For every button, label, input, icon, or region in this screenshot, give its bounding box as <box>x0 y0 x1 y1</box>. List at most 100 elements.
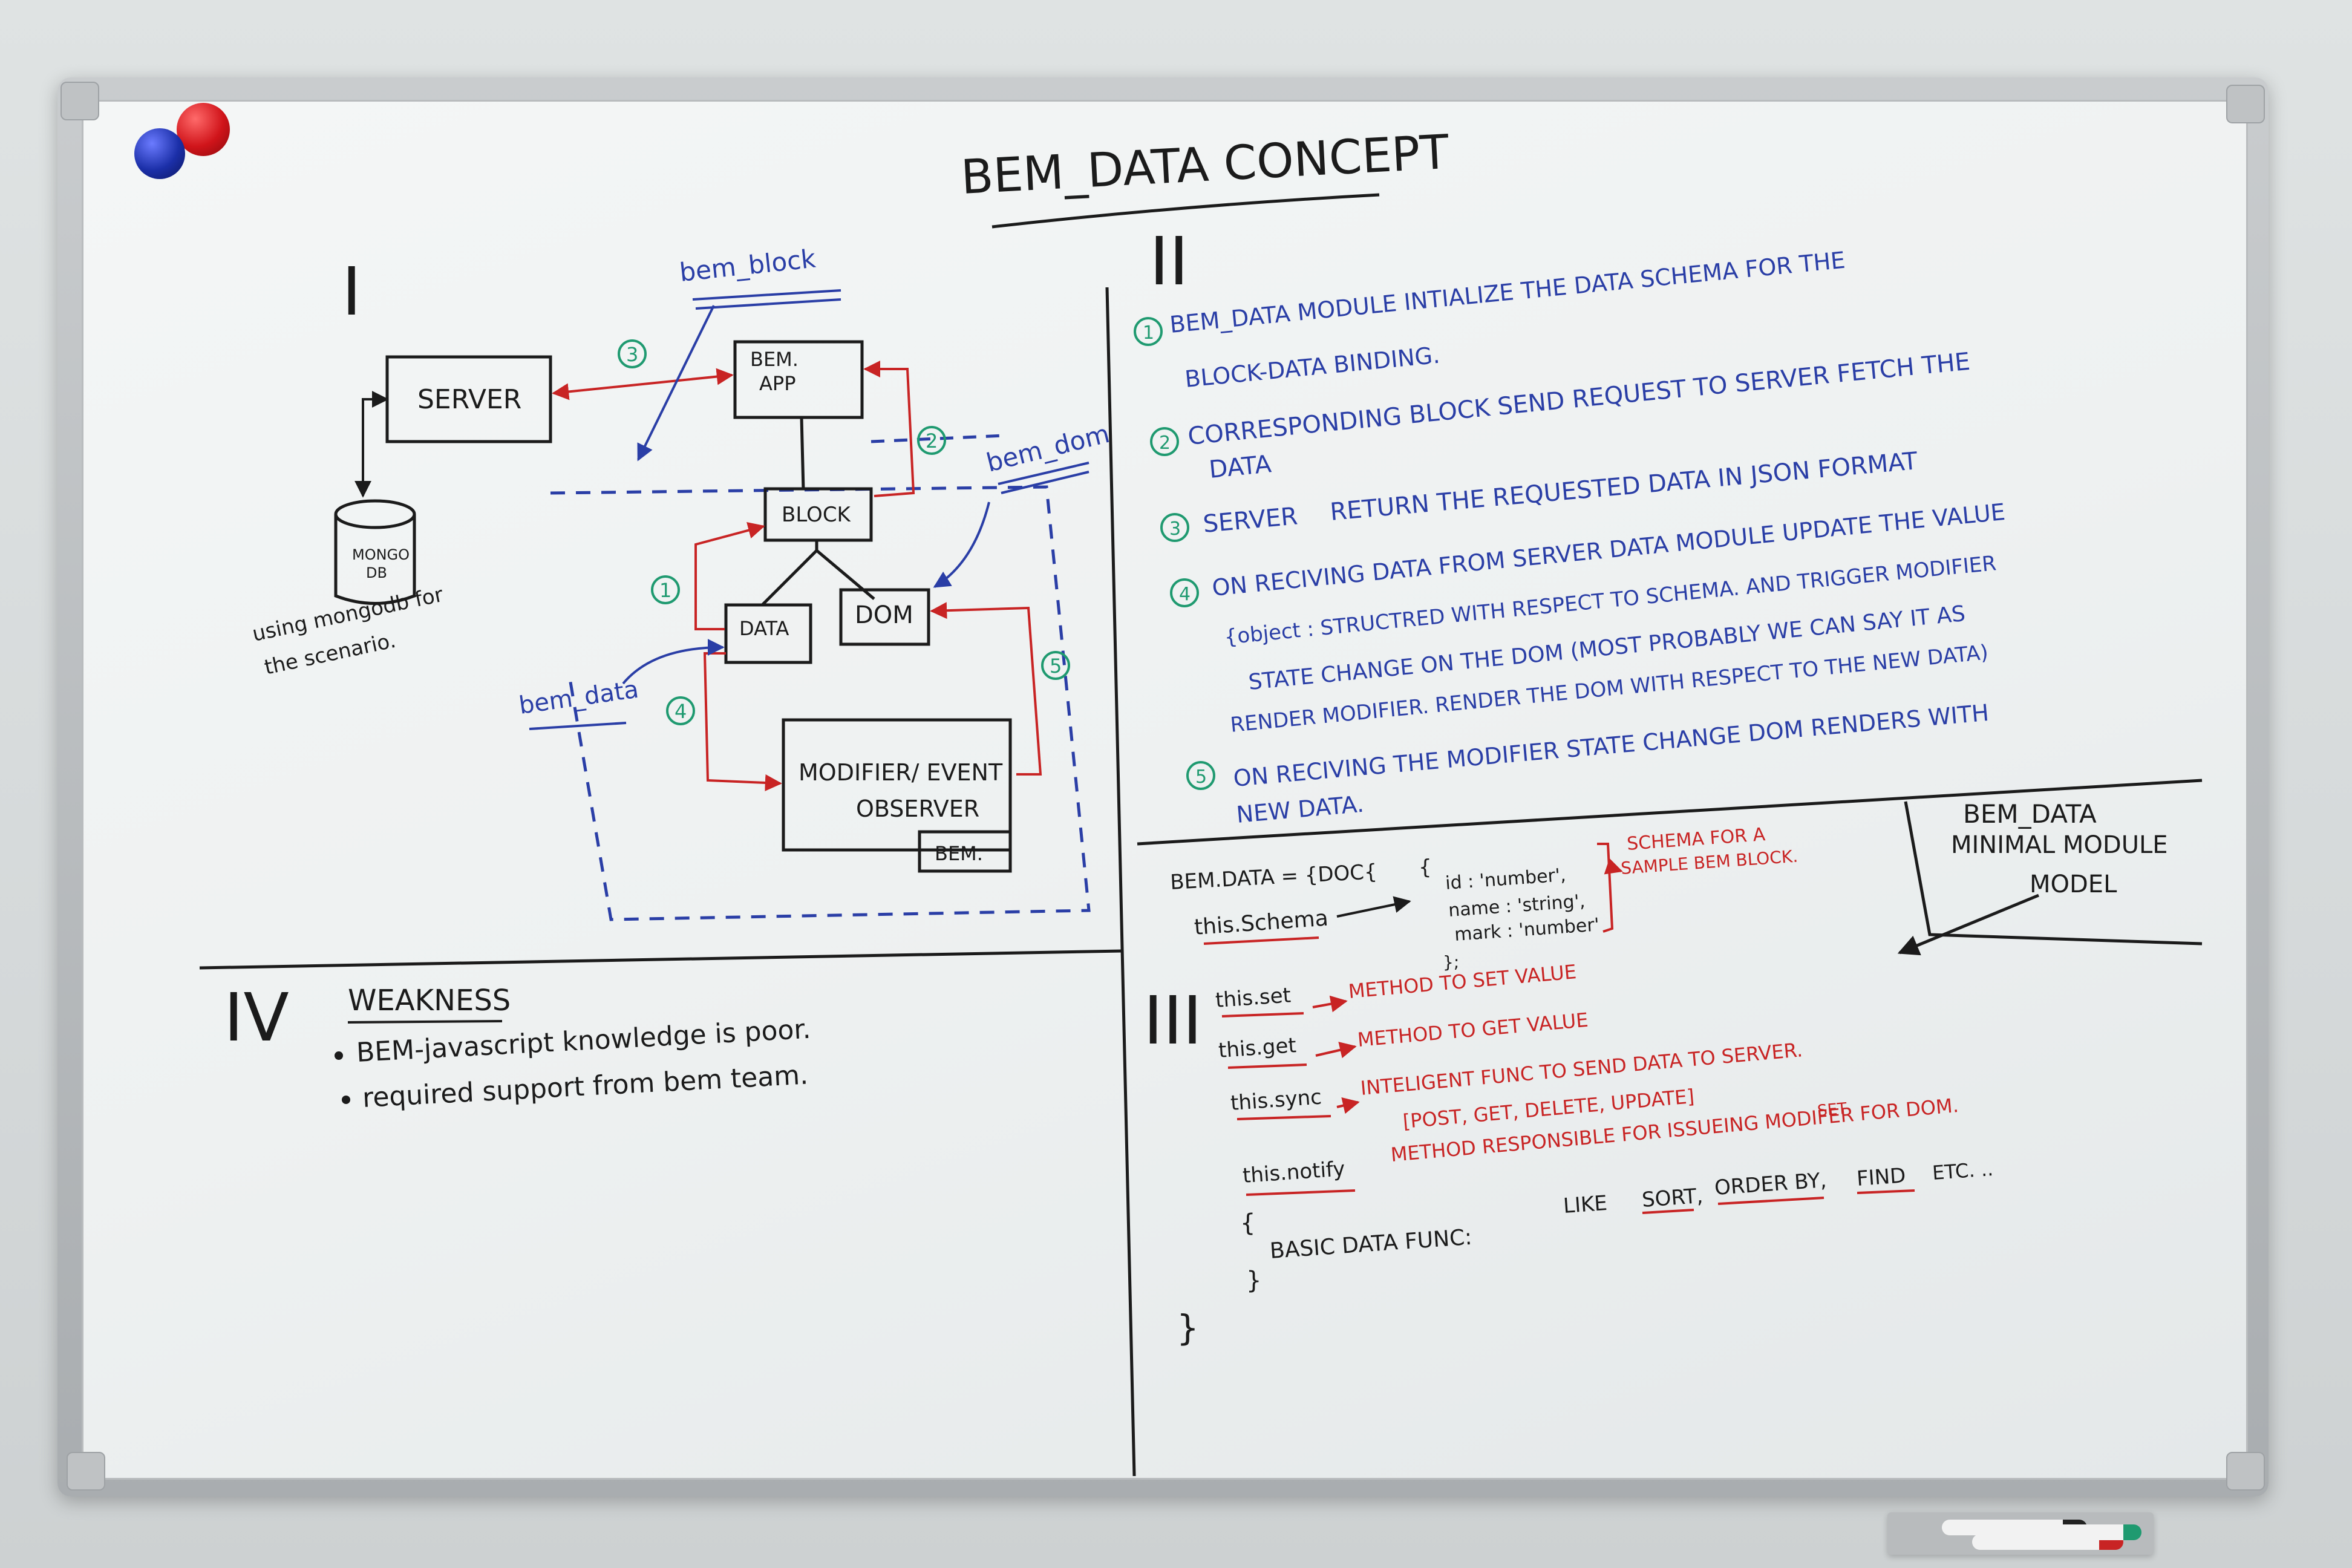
get-underline <box>1227 1063 1307 1069</box>
step-3-line-a: SERVER <box>1202 502 1299 538</box>
basic-etc: ETC. .. <box>1932 1157 1994 1184</box>
bem-data-underline <box>529 722 627 730</box>
mongo-note-1: using mongodb for <box>250 583 446 647</box>
model-final-close: } <box>1177 1307 1199 1348</box>
bem-block-underline <box>692 289 841 310</box>
step-5-circle <box>1186 761 1215 790</box>
blue-magnet[interactable] <box>134 128 185 179</box>
model-box-border <box>1904 801 2203 946</box>
basic-label: BASIC DATA FUNC: <box>1269 1225 1473 1264</box>
model-box-pointer <box>1897 893 2039 956</box>
basic-open-brace: { <box>1240 1209 1255 1237</box>
model-box-line-3: MODEL <box>2030 871 2117 898</box>
set-key: this.set <box>1215 983 1292 1013</box>
data-box <box>724 603 812 664</box>
schema-bracket <box>1597 843 1614 933</box>
step-5-line-2: NEW DATA. <box>1235 791 1365 828</box>
get-key: this.get <box>1218 1033 1297 1063</box>
step-2-marker <box>917 426 946 455</box>
mongo-db-body <box>334 514 416 605</box>
marker-green[interactable] <box>2039 1524 2141 1540</box>
step-1-marker-num: 1 <box>659 579 671 602</box>
section-one-numeral: I <box>342 253 361 330</box>
model-decl: BEM.DATA = {DOC{ <box>1169 860 1377 895</box>
app-block-line <box>800 417 805 491</box>
basic-close-brace: } <box>1246 1267 1261 1295</box>
step-2-line-2: DATA <box>1208 450 1273 484</box>
get-desc: METHOD TO GET VALUE <box>1356 1008 1589 1051</box>
mongo-db-label-1: MONGO <box>352 546 410 563</box>
data-label: DATA <box>739 617 789 640</box>
step-4-item: 4 ON RECIVING DATA FROM SERVER DATA MODU… <box>1170 498 2007 737</box>
schema-pointer-arrow <box>1336 896 1411 918</box>
step-1-circle <box>1134 317 1163 346</box>
schema-key-underline <box>1203 936 1319 945</box>
bem-block-pointer <box>637 305 715 462</box>
weakness-bullet-1 <box>335 1051 343 1060</box>
block-box <box>763 487 873 542</box>
step-4-marker-num: 4 <box>675 700 687 723</box>
label-bem-block: bem_block <box>678 244 817 287</box>
bem-data-pointer <box>622 639 725 685</box>
dom-label: DOM <box>855 601 913 629</box>
sync-underline <box>1236 1115 1331 1120</box>
step-5-marker <box>1041 651 1070 680</box>
step-1-line-1: BEM_DATA MODULE INTIALIZE THE DATA SCHEM… <box>1169 247 1846 338</box>
bem-dom-dashed-boundary <box>550 485 1091 921</box>
get-arrow <box>1315 1042 1357 1059</box>
section-two-numeral: II <box>1149 223 1189 300</box>
bem-app-label-1: BEM. <box>750 348 799 371</box>
modifier-box <box>782 718 1012 852</box>
frame-corner-bottom-right <box>2226 1452 2265 1491</box>
modifier-to-dom-arrow <box>930 602 1042 776</box>
basic-orderby-underline <box>1717 1197 1824 1205</box>
basic-sort: SORT, <box>1641 1184 1704 1212</box>
modifier-label: MODIFIER/ EVENT <box>799 759 1003 786</box>
basic-find: FIND <box>1856 1163 1907 1191</box>
bem-app-box <box>733 340 864 419</box>
step-3-marker <box>618 339 647 368</box>
schema-field-1: id : 'number', <box>1445 864 1567 894</box>
vertical-divider <box>1105 287 1136 1477</box>
step-3-circle <box>1160 513 1189 542</box>
bem-dom-pointer <box>933 501 990 588</box>
weakness-item-2: required support from bem team. <box>362 1059 809 1114</box>
set-desc: METHOD TO SET VALUE <box>1347 960 1577 1003</box>
model-brace: { <box>1419 855 1432 880</box>
notify-underline <box>1246 1189 1356 1196</box>
step-3-num: 3 <box>1169 518 1181 540</box>
schema-key: this.Schema <box>1194 906 1329 940</box>
set-underline <box>1221 1012 1304 1018</box>
notify-key: this.notify <box>1242 1157 1346 1188</box>
step-2-circle <box>1150 427 1179 456</box>
data-to-modifier-arrow <box>703 652 782 791</box>
step-3-marker-num: 3 <box>626 343 638 366</box>
marker-tray <box>1887 1512 2154 1555</box>
server-mongo-arrow <box>354 391 389 498</box>
step-4-num: 4 <box>1179 584 1191 605</box>
step-2-num: 2 <box>1159 433 1171 454</box>
label-bem-dom: bem_dom <box>984 419 1112 478</box>
weakness-underline <box>347 1020 503 1024</box>
mongo-db-label-2: DB <box>366 564 387 581</box>
notify-set-insert: SET <box>1817 1100 1847 1120</box>
sync-key: this.sync <box>1230 1085 1322 1116</box>
board-title: BEM_DATA CONCEPT <box>959 125 1450 205</box>
step-4-circle <box>1170 578 1199 607</box>
frame-corner-top-right <box>2226 85 2265 123</box>
step-3-line-b: RETURN THE REQUESTED DATA IN JSON FORMAT <box>1329 447 1919 526</box>
step-5-num: 5 <box>1195 766 1207 788</box>
label-bem-data: bem_data <box>517 676 641 720</box>
set-arrow <box>1312 995 1348 1013</box>
frame-corner-bottom-left <box>67 1452 105 1491</box>
basic-orderby: ORDER BY, <box>1714 1168 1828 1200</box>
frame-corner-top-left <box>60 82 99 120</box>
red-magnet[interactable] <box>177 103 230 156</box>
sync-arrow <box>1336 1097 1360 1114</box>
step-2-marker-num: 2 <box>926 430 938 452</box>
server-app-arrow <box>552 368 734 400</box>
basic-sort-underline <box>1642 1209 1694 1214</box>
step-1-marker <box>651 575 680 604</box>
block-tree-lines <box>761 541 875 606</box>
